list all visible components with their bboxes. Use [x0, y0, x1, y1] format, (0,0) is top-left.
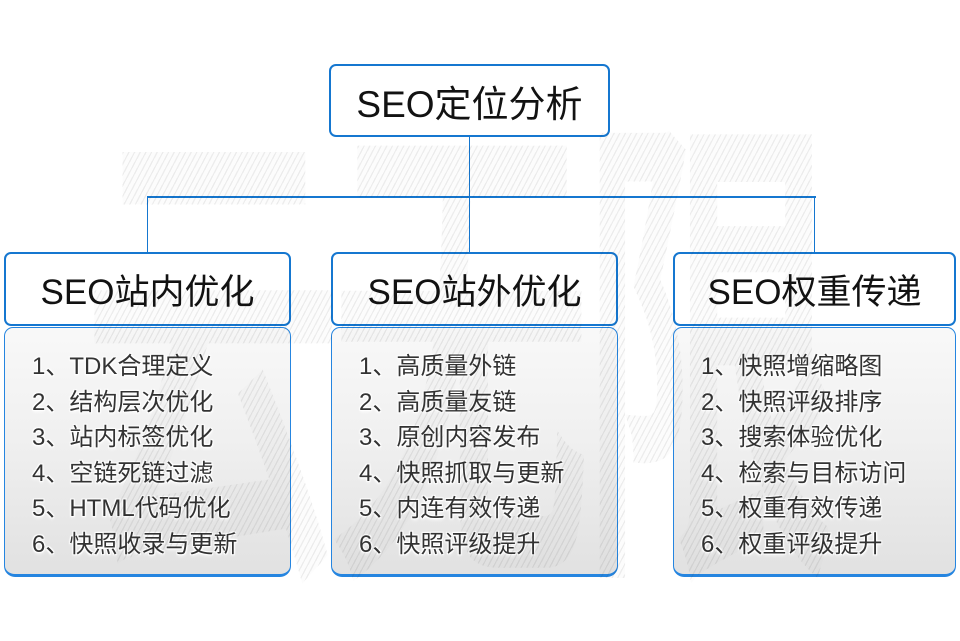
list-item: 6、快照收录与更新: [32, 530, 238, 558]
root-node-label: SEO定位分析: [356, 83, 583, 125]
list-item: 2、结构层次优化: [32, 388, 214, 416]
connector-right-stub: [813, 196, 815, 253]
node-weight-transfer-label: SEO权重传递: [707, 272, 922, 312]
list-item: 2、高质量友链: [359, 388, 517, 416]
list-item: 3、搜索体验优化: [701, 424, 883, 451]
connector-root-vertical: [468, 136, 470, 197]
list-item: 2、快照评级排序: [701, 388, 883, 416]
connector-left-stub: [146, 196, 148, 253]
list-item: 6、快照评级提升: [359, 530, 541, 558]
node-onpage-seo: SEO站内优化: [4, 252, 291, 326]
list-item: 4、快照抓取与更新: [359, 459, 565, 487]
list-item: 5、权重有效传递: [701, 495, 883, 522]
list-item: 4、空链死链过滤: [32, 459, 214, 487]
root-node: SEO定位分析: [329, 64, 610, 137]
weight-transfer-list: 1、快照增缩略图 2、快照评级排序 3、搜索体验优化 4、检索与目标访问 5、权…: [673, 327, 956, 577]
node-onpage-seo-label: SEO站内优化: [40, 272, 255, 312]
list-item: 1、快照增缩略图: [701, 353, 883, 380]
onpage-seo-list: 1、TDK合理定义 2、结构层次优化 3、站内标签优化 4、空链死链过滤 5、H…: [4, 327, 291, 577]
list-item: 3、站内标签优化: [32, 424, 214, 451]
list-item: 1、高质量外链: [359, 353, 517, 380]
offpage-seo-list: 1、高质量外链 2、高质量友链 3、原创内容发布 4、快照抓取与更新 5、内连有…: [331, 327, 618, 577]
connector-middle-stub: [468, 196, 470, 253]
list-item: 1、TDK合理定义: [32, 353, 214, 380]
list-item: 4、检索与目标访问: [701, 459, 907, 487]
node-offpage-seo: SEO站外优化: [331, 252, 618, 326]
list-item: 5、内连有效传递: [359, 495, 541, 522]
node-weight-transfer: SEO权重传递: [673, 252, 956, 326]
connector-horizontal: [146, 196, 816, 198]
node-offpage-seo-label: SEO站外优化: [367, 272, 582, 312]
list-item: 6、权重评级提升: [701, 530, 883, 558]
list-item: 3、原创内容发布: [359, 424, 541, 451]
list-item: 5、HTML代码优化: [32, 495, 231, 522]
